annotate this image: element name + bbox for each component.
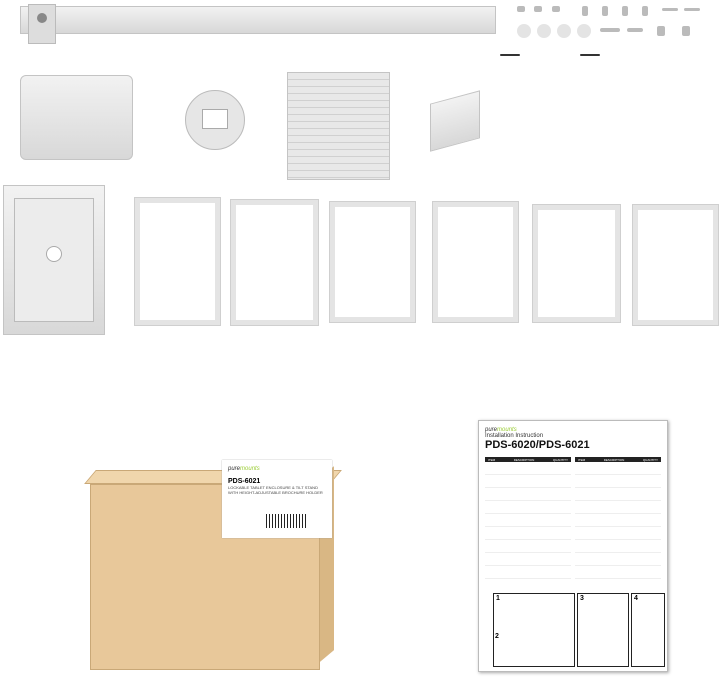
instruction-manual: puremounts Installation Instruction PDS-… [478,420,668,672]
mounting-clip [430,90,480,152]
brand-logo: puremounts [228,466,260,472]
step-4: 4 [631,593,665,667]
packaging-box: puremounts PDS-6021 LOCKABLE TABLET ENCL… [84,440,342,672]
adapter-frame [230,199,319,326]
swivel-mount [185,90,245,150]
box-label: puremounts PDS-6021 LOCKABLE TABLET ENCL… [222,460,332,538]
adapter-frame [632,204,719,326]
adapter-frame [329,201,416,323]
brochure-holder [287,72,390,180]
base-plate [20,75,133,160]
tablet-enclosure [3,185,105,335]
hardware-kit [500,4,707,68]
box-model: PDS-6021 [228,478,261,485]
pole-end-cap [28,4,56,44]
stand-pole [20,6,496,34]
adapter-frame [134,197,221,326]
box-description: LOCKABLE TABLET ENCLOSURE & TILT STAND W… [228,485,323,495]
step-1: 1 [493,593,575,667]
adapter-frame [432,201,519,323]
barcode [266,514,306,528]
manual-model: PDS-6020/PDS-6021 [485,439,590,451]
step-2-label: 2 [495,633,499,640]
manual-logo: puremounts [485,427,517,433]
manual-title: Installation Instruction [485,433,544,439]
step-3: 3 [577,593,629,667]
adapter-frame [532,204,621,323]
